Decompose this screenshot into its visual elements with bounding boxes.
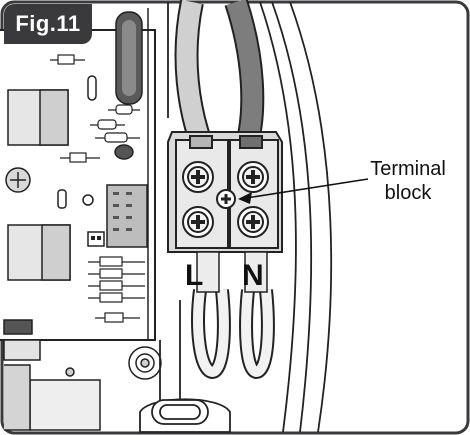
figure-label: Fig.11 <box>4 4 92 44</box>
terminal-screws <box>182 161 269 238</box>
lower-housing <box>3 319 101 431</box>
live-terminal-label: L <box>185 259 204 292</box>
supply-cables <box>174 0 265 144</box>
mounting-hole <box>128 346 162 380</box>
terminal-block-callout: Terminal block <box>356 157 460 205</box>
neutral-terminal-label: N <box>242 259 264 292</box>
callout-line-2: block <box>384 182 432 204</box>
callout-leader <box>238 178 369 204</box>
lead-sleeves <box>196 251 268 293</box>
callout-line-1: Terminal <box>370 158 446 180</box>
output-wires <box>191 289 275 380</box>
circuit-board <box>0 8 156 341</box>
case-outline <box>139 1 333 433</box>
